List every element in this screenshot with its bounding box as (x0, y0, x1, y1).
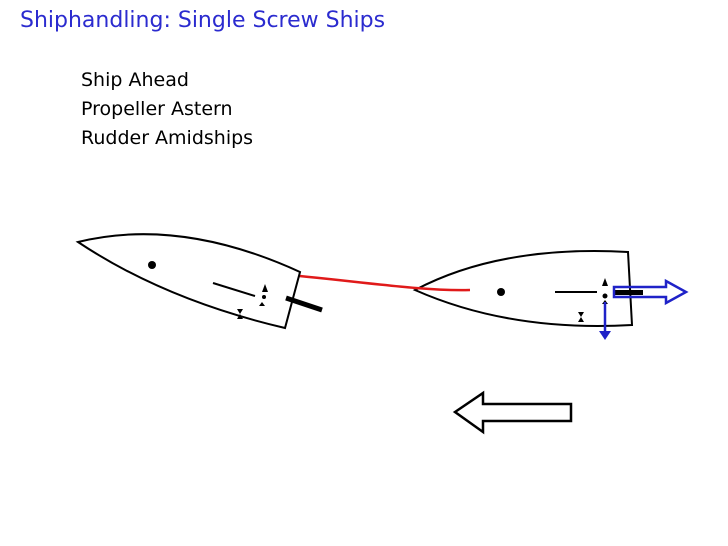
ship-left-propeller-icon-2 (237, 309, 243, 319)
ship-left (75, 233, 323, 330)
condition-propeller: Propeller Astern (81, 98, 233, 120)
condition-rudder: Rudder Amidships (81, 127, 254, 149)
condition-list: Ship Ahead Propeller Astern Rudder Amids… (81, 66, 253, 153)
ship-left-pivot-icon (148, 261, 156, 269)
motion-arrow-icon (452, 390, 573, 435)
ship-left-propeller-icon (259, 284, 268, 306)
side-force-arrow-icon (599, 302, 611, 340)
ship-right (412, 250, 689, 340)
ship-right-shaft (613, 290, 643, 295)
ship-left-shaft (285, 295, 323, 313)
ship-left-rudder-icon (212, 282, 256, 297)
ship-right-hull (412, 250, 634, 327)
slide-title: Shiphandling: Single Screw Ships (20, 8, 386, 33)
condition-engine: Ship Ahead (81, 69, 189, 91)
ship-left-hull (75, 233, 302, 330)
ship-right-propeller-icon-2 (578, 312, 584, 322)
thrust-arrow-icon (612, 278, 689, 306)
ship-right-pivot-icon (497, 288, 505, 296)
